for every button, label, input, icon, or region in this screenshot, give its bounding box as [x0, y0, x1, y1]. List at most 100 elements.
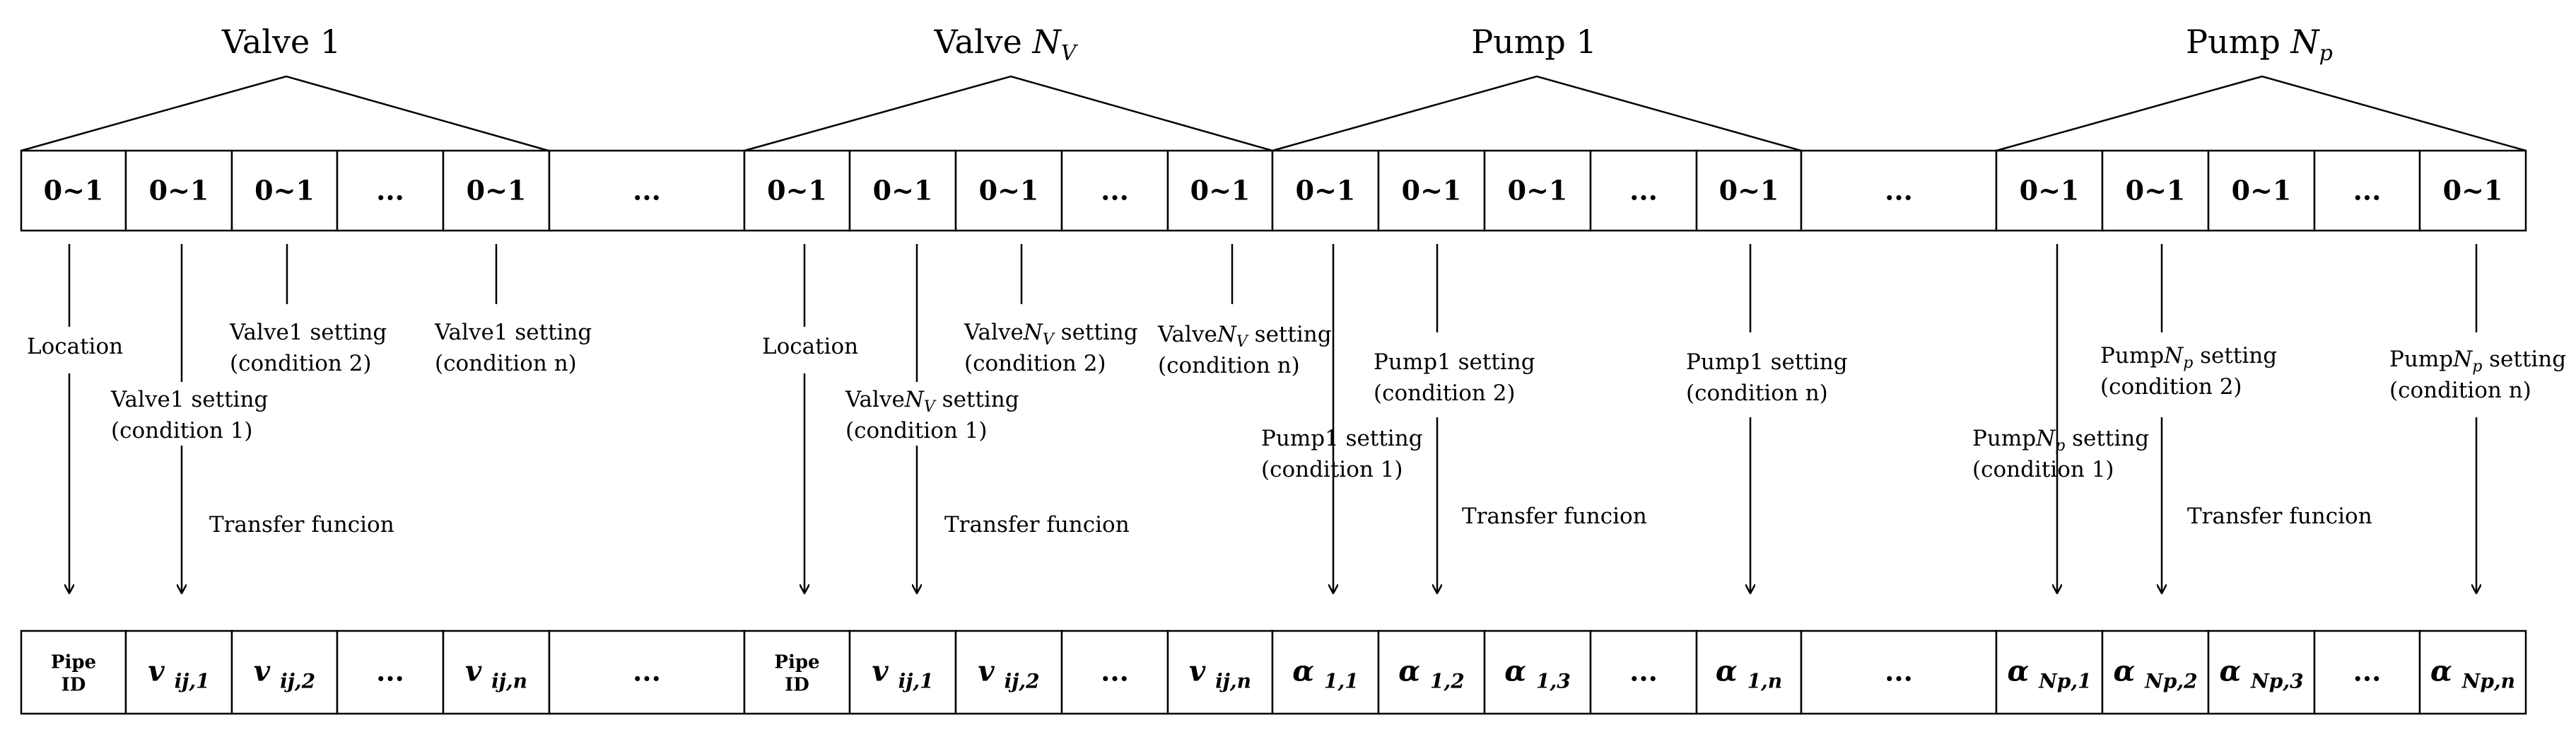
ellipsis-cell: ...	[2353, 656, 2382, 687]
top-cell-box	[1377, 149, 1486, 232]
label-transfer-function-pump-1: Transfer funcion	[1462, 504, 1647, 529]
group-title-valve-nv: Valve NV	[934, 23, 1079, 66]
top-cell-label: ...	[2353, 175, 2382, 207]
bottom-cell-box	[1695, 629, 1803, 715]
label-valve1-condition-2: Valve1 setting(condition 2)	[229, 320, 387, 376]
label-pump1-condition-n: Pump1 setting(condition n)	[1686, 349, 1848, 406]
bottom-cell-box	[442, 629, 551, 715]
ellipsis-cell: ...	[1885, 656, 1913, 687]
top-cell-label: ...	[376, 175, 404, 207]
label-transfer-function-valve-1: Transfer funcion	[209, 512, 394, 538]
top-row: 0~1 0~1 0~1... 0~1... 0~1 0~1 0~1... 0~1 0~1 0~1 0…	[20, 149, 2527, 232]
top-cell-label: 0~1	[2020, 175, 2080, 207]
top-cell-label: 0~1	[1719, 175, 1779, 207]
top-cell-label: 0~1	[767, 175, 827, 207]
group-title-pump-np: Pump Np	[2186, 23, 2333, 66]
bottom-cell-box	[1483, 629, 1592, 715]
top-cell-label: 0~1	[2232, 175, 2292, 207]
variable-cell: α 1,3	[1504, 655, 1570, 693]
ellipsis-cell: ...	[1101, 656, 1129, 687]
variable-cell: α 1,n	[1716, 655, 1782, 693]
variable-cell: v ij,n	[1189, 655, 1251, 693]
bottom-cell-box	[20, 629, 127, 715]
top-cell-box	[954, 149, 1063, 232]
top-cell-label: 0~1	[1508, 175, 1568, 207]
top-cell-box	[124, 149, 233, 232]
bottom-cell-box	[743, 629, 851, 715]
label-valve1-condition-1: Valve1 setting(condition 1)	[110, 387, 268, 443]
label-transfer-function-pump-np: Transfer funcion	[2187, 504, 2372, 529]
top-cell-box	[1483, 149, 1592, 232]
label-valvenv-condition-n: ValveNV setting(condition n)	[1157, 322, 1332, 378]
variable-cell: v ij,1	[148, 655, 209, 693]
top-cell-box	[20, 149, 127, 232]
top-cell-box	[1995, 149, 2104, 232]
bracket-valve-1	[21, 75, 549, 152]
top-cell-box	[2101, 149, 2210, 232]
group-title-valve-1: Valve 1	[221, 23, 341, 61]
bottom-cell-box	[1060, 629, 1169, 715]
top-cell-box	[743, 149, 851, 232]
label-transfer-function-valve-nv: Transfer funcion	[944, 512, 1130, 538]
variable-cell: v ij,1	[872, 655, 933, 693]
bottom-cell-box	[2101, 629, 2210, 715]
label-location-valve-nv: Location	[762, 334, 858, 359]
variable-cell: α Np,3	[2219, 655, 2303, 693]
top-cell-box	[548, 149, 746, 232]
bottom-cell-box	[848, 629, 957, 715]
label-pumpnp-condition-n: PumpNp setting(condition n)	[2389, 347, 2566, 403]
bottom-cell-box	[548, 629, 746, 715]
top-cell-box	[2207, 149, 2316, 232]
top-cell-label: 0~1	[1296, 175, 1356, 207]
top-cell-label: 0~1	[2126, 175, 2186, 207]
top-cell-label: 0~1	[467, 175, 527, 207]
variable-cell: α 1,1	[1292, 655, 1358, 693]
label-pump1-condition-1: Pump1 setting(condition 1)	[1261, 426, 1423, 482]
bracket-valve-nv	[744, 75, 1273, 152]
variable-cell: α Np,n	[2430, 655, 2515, 693]
arrows	[69, 244, 2476, 593]
top-cell-label: ...	[1629, 175, 1658, 207]
top-cell-box	[2313, 149, 2421, 232]
ellipsis-cell: ...	[1629, 656, 1658, 687]
label-valvenv-condition-2: ValveNV setting(condition 2)	[964, 320, 1138, 376]
group-title-pump-1: Pump 1	[1471, 23, 1597, 61]
top-cell-label: 0~1	[979, 175, 1039, 207]
top-cell-label: 0~1	[149, 175, 209, 207]
top-cell-box	[1695, 149, 1803, 232]
bottom-cell-box	[1271, 629, 1380, 715]
variable-cell: v ij,2	[978, 655, 1039, 693]
top-cell-box	[1800, 149, 1998, 232]
label-pumpnp-condition-1: PumpNp setting(condition 1)	[1972, 426, 2149, 482]
bracket-pump-1	[1272, 75, 1802, 152]
variable-cell: α Np,1	[2007, 655, 2091, 693]
top-cell-box	[230, 149, 339, 232]
bottom-cell-box	[2313, 629, 2421, 715]
bottom-cell-box	[336, 629, 445, 715]
label-pump1-condition-2: Pump1 setting(condition 2)	[1374, 349, 1535, 406]
label-valve1-condition-n: Valve1 setting(condition n)	[434, 320, 592, 376]
top-cell-label: 0~1	[254, 175, 315, 207]
label-valvenv-condition-1: ValveNV setting(condition 1)	[845, 387, 1019, 443]
variable-cell: α Np,2	[2113, 655, 2197, 693]
bracket-pump-np	[1996, 75, 2527, 152]
bottom-cell-box	[124, 629, 233, 715]
top-cell-box	[1271, 149, 1380, 232]
top-cell-box	[2418, 149, 2527, 232]
top-cell-label: 0~1	[873, 175, 933, 207]
top-cell-label: 0~1	[1190, 175, 1251, 207]
top-cell-box	[1060, 149, 1169, 232]
bottom-cell-box	[954, 629, 1063, 715]
top-cell-label: 0~1	[44, 175, 104, 207]
top-cell-label: ...	[1885, 175, 1913, 207]
bottom-cell-box	[1800, 629, 1998, 715]
top-cell-label: 0~1	[1402, 175, 1462, 207]
label-pumpnp-condition-2: PumpNp setting(condition 2)	[2100, 343, 2277, 400]
top-cell-label: ...	[1101, 175, 1129, 207]
top-cell-label: ...	[633, 175, 661, 207]
ellipsis-cell: ...	[376, 656, 404, 687]
